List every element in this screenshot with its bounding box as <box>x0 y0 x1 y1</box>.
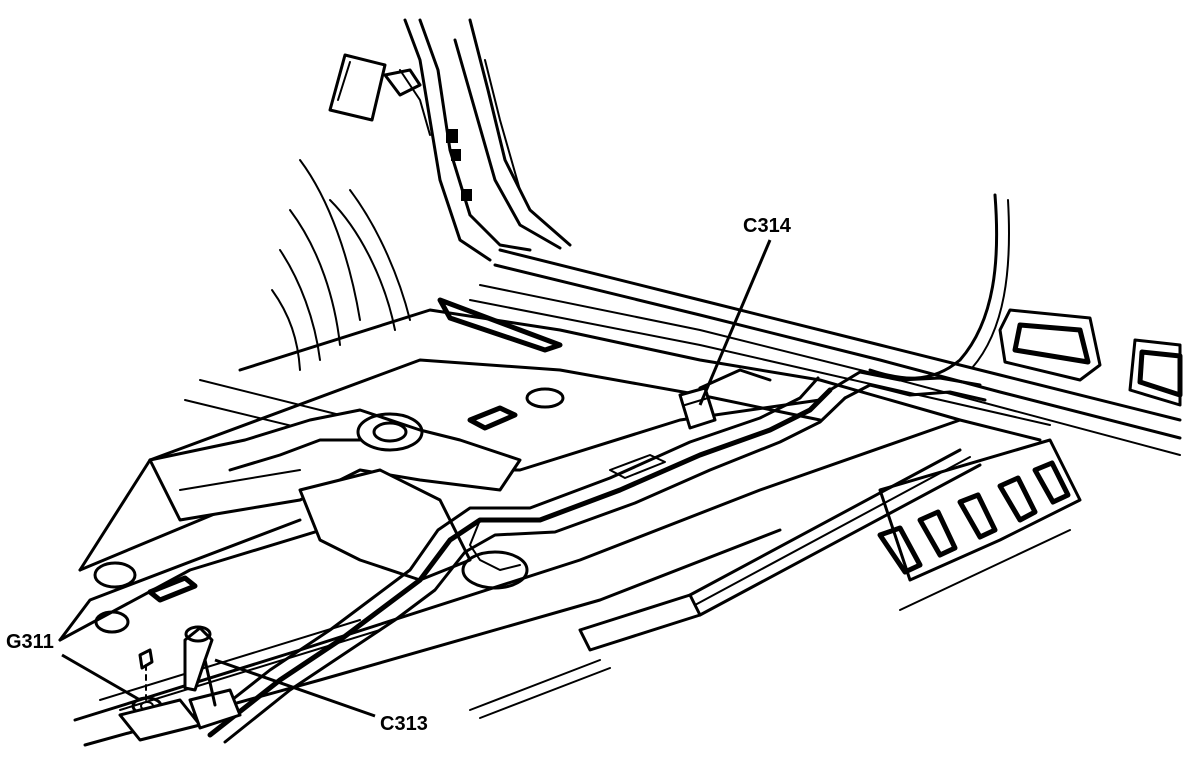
c314-leader-line <box>698 239 772 406</box>
crossmember <box>148 408 522 582</box>
callout-c314: C314 <box>743 215 792 237</box>
rear-door-opening <box>868 193 1010 380</box>
rocker-sill <box>469 248 1182 456</box>
left-trim-lines <box>184 159 411 441</box>
c313-connector <box>183 625 242 730</box>
callout-g311: G311 <box>6 631 54 653</box>
pillar-lamp <box>328 53 431 136</box>
wire-harness <box>198 370 987 744</box>
door-pillar <box>403 18 572 262</box>
callout-c313: C313 <box>380 713 428 735</box>
floor-slots <box>93 297 565 634</box>
right-floor-panels <box>998 308 1183 407</box>
c314-connector <box>678 368 772 430</box>
sill-plate <box>469 448 982 719</box>
g311-ground-bolt <box>118 648 202 742</box>
running-board <box>877 438 1082 611</box>
leader-lines <box>61 239 772 718</box>
c313-leader-line <box>214 658 376 718</box>
g311-leader-line <box>61 653 141 702</box>
